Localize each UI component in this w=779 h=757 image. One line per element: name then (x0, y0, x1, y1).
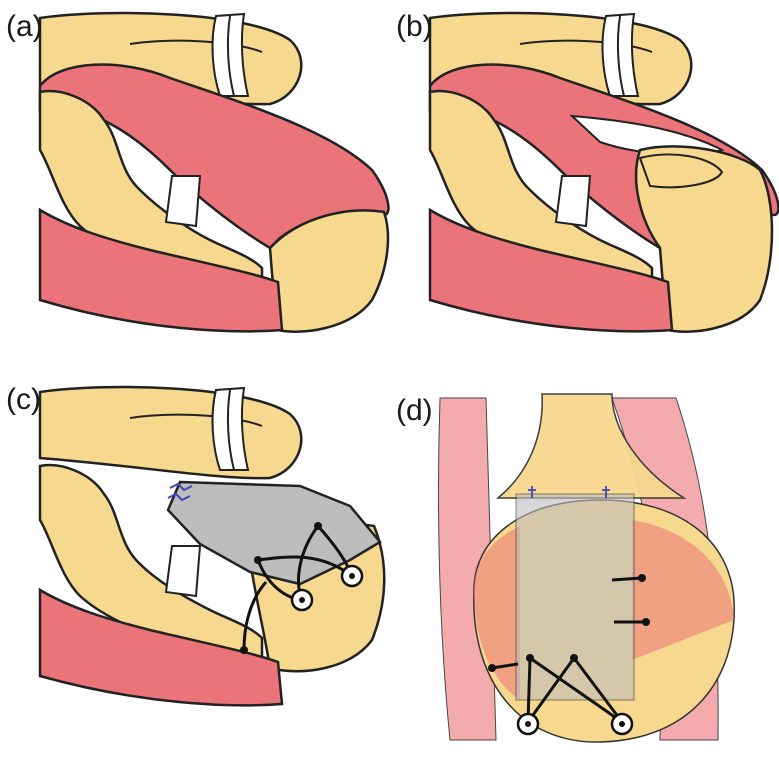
panel-b (430, 13, 778, 332)
panel-a (40, 13, 388, 332)
panel-label-a: (a) (6, 12, 43, 42)
panel-label-b: (b) (396, 12, 433, 42)
suture-knot (638, 574, 646, 582)
tendon-band-c (166, 546, 200, 596)
suture-knot (526, 654, 534, 662)
tendon-band-b (556, 176, 590, 226)
panel-d (438, 394, 734, 742)
tendon-band-a (166, 176, 200, 226)
panel-c (40, 387, 384, 705)
clavicle-joint-b (603, 14, 638, 96)
panel-label-c: (c) (6, 385, 41, 415)
graft-patch-d (516, 494, 634, 700)
suture-knot (254, 556, 262, 564)
clavicle-joint-c (213, 388, 248, 470)
panel-label-d: (d) (396, 396, 433, 426)
suture-knot (570, 654, 578, 662)
suture-knot (488, 664, 496, 672)
acromion-c (40, 387, 301, 478)
clavicle-joint-a (213, 14, 248, 96)
suture-knot (240, 646, 248, 654)
suture-knot (314, 522, 322, 530)
suture-knot (642, 618, 650, 626)
